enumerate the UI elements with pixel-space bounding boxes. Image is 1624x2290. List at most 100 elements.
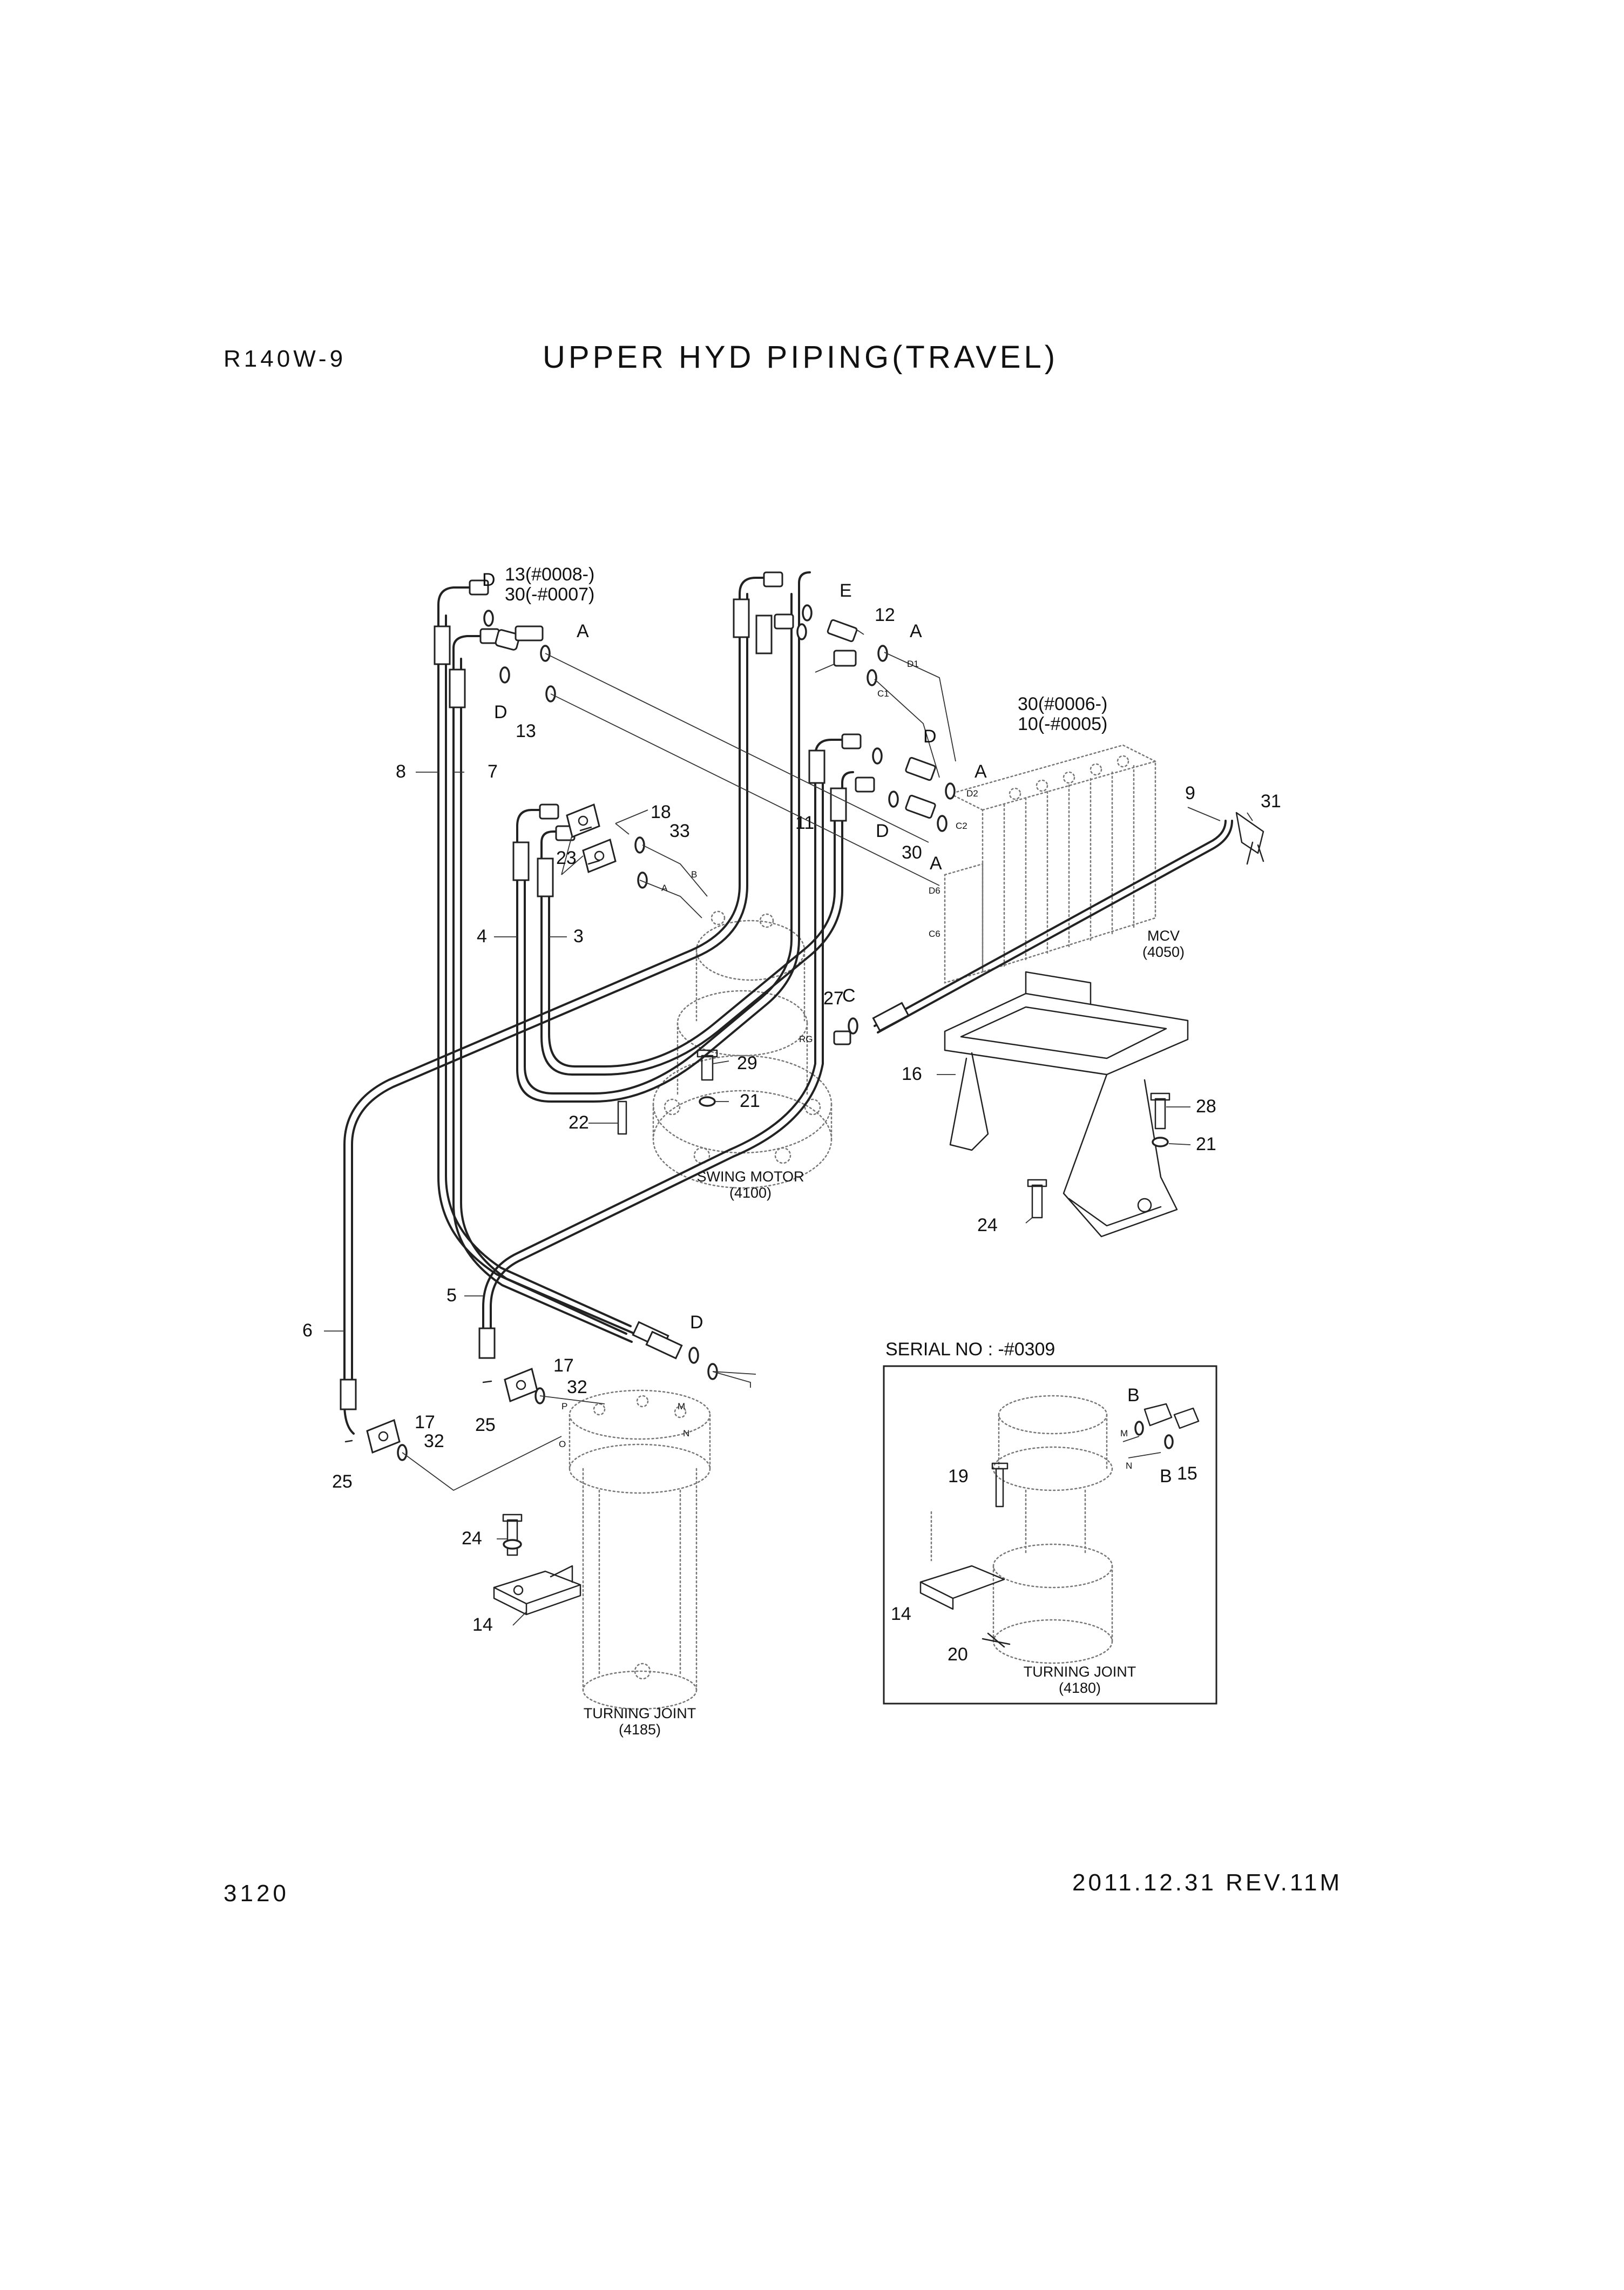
- port-O: O: [559, 1439, 566, 1449]
- mcv-valve: [944, 744, 1156, 984]
- callout-17: 17: [553, 1355, 574, 1376]
- hose-7: [452, 635, 637, 1343]
- model-code: R140W-9: [224, 346, 347, 372]
- callout-22: 22: [569, 1112, 589, 1133]
- letter-B: B: [1127, 1385, 1140, 1406]
- hose-8: [437, 586, 632, 1335]
- callout-33: 33: [669, 821, 690, 841]
- port-M: M: [678, 1401, 685, 1411]
- callout-20: 20: [948, 1644, 968, 1665]
- callout-23: 23: [556, 848, 577, 868]
- mcv-code: (4050): [1142, 944, 1185, 960]
- port-leader-lines: [402, 652, 956, 1491]
- o-rings: [397, 604, 956, 1461]
- callout-5: 5: [446, 1285, 457, 1306]
- letter-D: D: [690, 1312, 703, 1333]
- callout-11: 11: [795, 813, 814, 833]
- callout-27: 27: [823, 988, 844, 1009]
- callout-3: 3: [573, 926, 584, 947]
- port-C2: C2: [956, 821, 967, 831]
- port-P: P: [561, 1401, 567, 1411]
- callout-24b: 24: [462, 1528, 482, 1549]
- letter-C: C: [842, 985, 856, 1006]
- callout-21b: 21: [1196, 1134, 1216, 1154]
- hose-6: [343, 577, 768, 1435]
- callout-13: 13: [516, 721, 536, 741]
- inset-serial-label: SERIAL NO : -#0309: [885, 1339, 1055, 1360]
- callout-14b: 14: [891, 1604, 911, 1624]
- note-30a-serial: 30(-#0007): [505, 584, 594, 605]
- letter-D: D: [482, 570, 496, 590]
- hose-5: [482, 739, 843, 1340]
- port-C6: C6: [929, 929, 940, 939]
- inset-turning-joint-code: (4180): [1059, 1680, 1101, 1696]
- note-30b-serial: 30(#0006-): [1018, 694, 1107, 714]
- note-13-serial: 13(#0008-): [505, 564, 594, 585]
- callout-19: 19: [948, 1466, 969, 1487]
- port-labels: D1 C1 D2 C2 D6 C6 A B RG M N O P: [559, 659, 978, 1449]
- callout-15: 15: [1177, 1463, 1197, 1484]
- callout-leaders: [324, 629, 1253, 1626]
- letter-A: A: [910, 621, 922, 641]
- hose-9: [874, 820, 1233, 1033]
- letter-D: D: [876, 821, 889, 841]
- port-D6: D6: [929, 886, 940, 896]
- revision-date: 2011.12.31 REV.11M: [1072, 1869, 1343, 1896]
- inset-port-M: M: [1120, 1428, 1128, 1438]
- connection-letters: D A D E A D A D A C D B B: [482, 570, 1172, 1487]
- callout-16: 16: [902, 1064, 922, 1084]
- turning-joint-code: (4185): [619, 1721, 661, 1738]
- port-D2: D2: [966, 788, 978, 799]
- hose-3: [540, 771, 854, 1076]
- callout-32b: 32: [424, 1431, 444, 1451]
- mcv-bracket: [944, 971, 1189, 1238]
- port-C1: C1: [877, 688, 889, 699]
- page-number: 3120: [224, 1880, 289, 1907]
- callout-17b: 17: [415, 1412, 435, 1433]
- hose-fittings: [340, 598, 910, 1410]
- swing-motor-label: SWING MOTOR: [697, 1168, 804, 1185]
- hose-4: [516, 571, 811, 1103]
- letter-D: D: [494, 702, 508, 722]
- swing-motor-code: (4100): [729, 1185, 772, 1201]
- callout-12: 12: [875, 605, 895, 625]
- inset-port-N: N: [1126, 1461, 1132, 1471]
- letter-A: A: [930, 853, 942, 874]
- port-B: B: [691, 869, 697, 880]
- callout-25: 25: [475, 1415, 496, 1435]
- callout-30: 30: [902, 842, 922, 863]
- callout-29: 29: [737, 1053, 757, 1073]
- turning-joint-label: TURNING JOINT: [584, 1705, 696, 1721]
- letter-B: B: [1160, 1466, 1172, 1487]
- bolts-and-pins: [344, 826, 1170, 1556]
- adapter-fittings: [469, 571, 1264, 1045]
- callout-9: 9: [1185, 783, 1195, 803]
- letter-D: D: [923, 726, 937, 747]
- callout-14: 14: [472, 1615, 493, 1635]
- callout-18: 18: [651, 802, 671, 822]
- split-flanges: [366, 803, 617, 1454]
- turning-joint: [569, 1389, 711, 1710]
- port-D1: D1: [907, 659, 919, 669]
- callout-7: 7: [488, 761, 498, 782]
- callout-4: 4: [477, 926, 487, 947]
- lock-plate: [493, 1565, 581, 1616]
- letter-E: E: [840, 580, 852, 601]
- callout-24: 24: [977, 1215, 998, 1235]
- page-title: UPPER HYD PIPING(TRAVEL): [543, 340, 1059, 375]
- swing-motor: [652, 910, 833, 1189]
- callout-6: 6: [302, 1320, 313, 1341]
- callout-32: 32: [567, 1377, 587, 1397]
- port-RG: RG: [799, 1034, 813, 1044]
- callout-21: 21: [740, 1091, 760, 1111]
- note-10-serial: 10(-#0005): [1018, 714, 1107, 734]
- port-A: A: [661, 883, 668, 893]
- serial-inset: M N: [883, 1365, 1217, 1705]
- mcv-label: MCV: [1147, 928, 1180, 944]
- callout-numbers: 8 7 4 3 5 6 11 12 13 14 14 15 16 17 17 1…: [302, 605, 1281, 1665]
- callout-28: 28: [1196, 1096, 1216, 1117]
- letter-A: A: [975, 761, 987, 782]
- callout-25b: 25: [332, 1471, 353, 1492]
